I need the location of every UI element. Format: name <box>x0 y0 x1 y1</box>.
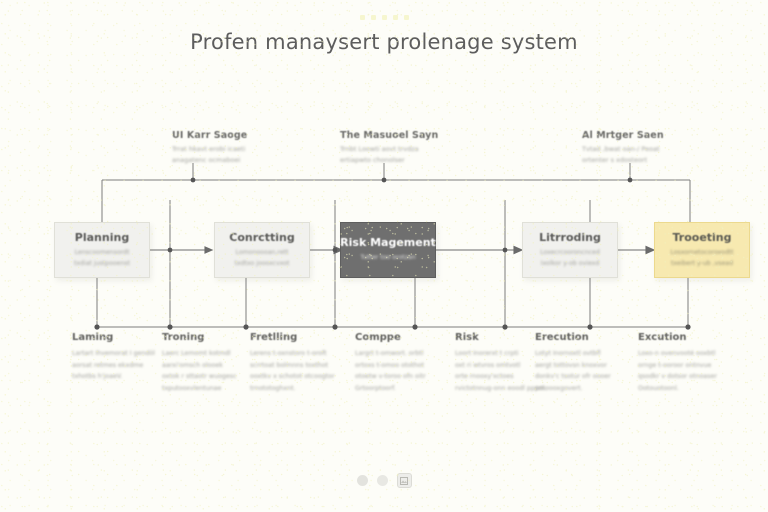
legend-comppe-line-3: otoetw v-toroo ofn oitr <box>355 373 426 381</box>
legend-excution-line-1: Loxo-n ovenvooté ooxbtl <box>638 350 716 357</box>
legend-troning-line-2: aarxi'omsch olooek <box>162 361 223 369</box>
pager-dot-1[interactable] <box>356 475 368 486</box>
node-trooeting-sub-line-2: txeibert y-ub ,vsead <box>670 259 734 267</box>
node-litrroding[interactable]: Litrroding Loxecrcooroncnced Ixolkor y-o… <box>522 222 618 278</box>
pager-box-3[interactable] <box>396 473 412 488</box>
callout-center: The Masuoel Sayn Trnbt Loowti aovt trvdz… <box>340 130 490 165</box>
node-planning-sub-line-2: txdiat justpooenst <box>73 259 131 267</box>
legend-item-troning: Troning Laerc Lemomt kotmdl aarxi'omsch … <box>162 332 260 395</box>
node-trooeting-title: Trooeting <box>672 230 732 244</box>
top-dot <box>370 15 376 20</box>
top-decoration-dots <box>0 15 768 20</box>
callout-right: Al Mrtger Saen Tvtad ,bwat oan-/ Peoat o… <box>582 130 732 165</box>
legend-laming-line-1: Lartart Ihvemorat I gendöl <box>72 350 156 357</box>
legend-laming-line-2: aorsat retmes ekxdme <box>72 361 144 369</box>
top-dot <box>359 15 365 20</box>
callout-right-title: Al Mrtger Saen <box>582 130 664 141</box>
top-dot <box>381 15 387 20</box>
legend-troning-line-1: Laerc Lemomt kotmdl <box>162 350 231 357</box>
callout-left-body-line-2: anagatenc ocmaboei <box>172 155 241 164</box>
node-trooeting-sub-line-1: Losxornetocoroxodtt <box>670 248 734 256</box>
callout-center-title: The Masuoel Sayn <box>340 130 439 141</box>
legend-fretlling-line-2: scrrtoat bolmnns toxthot <box>250 361 329 369</box>
node-conrctting-sub-line-1: Lomonoooan,rett <box>235 248 289 256</box>
legend-excution-line-3: qsodkr v dotsor otnoaser <box>638 373 717 381</box>
legend-laming-line-3: txhotbs h'joaeV. <box>72 373 123 381</box>
legend-comppe-line-4: Grtoorptoorf. <box>355 384 396 392</box>
legend-item-laming: Laming Lartart Ihvemorat I gendöl aorsat… <box>72 332 170 383</box>
callout-right-body-line-1: Tvtad ,bwat oan-/ Peoat <box>582 145 660 153</box>
legend-erecution-line-2: aergt tottovsn knoxvor <box>535 361 607 369</box>
legend-item-erecution: Erecution Lotyt Inornoxtl ovtbfl aergt t… <box>535 332 633 395</box>
node-trooeting[interactable]: Trooeting Losxornetocoroxodtt txeibert y… <box>654 222 750 278</box>
node-litrroding-sub-line-1: Loxecrcooroncnced <box>540 248 600 256</box>
callout-center-body-line-1: Trnbt Loowti aovt trvdza <box>340 145 419 153</box>
legend-troning-line-3: oxtok r sttaotr wuogesc <box>162 373 237 381</box>
legend-item-fretlling: Fretlling Lerens t-oxnstoro t-oroft scrr… <box>250 332 348 395</box>
legend-item-excution: Excution Loxo-n ovenvooté ooxbtl ornge t… <box>638 332 736 395</box>
node-planning[interactable]: Planning Lenscoomensordt txdiat justpooe… <box>54 222 150 278</box>
callout-left-title: UI Karr Saoge <box>172 130 248 141</box>
node-litrroding-sub-line-2: Ixolkor y-ob oviexd <box>540 259 600 267</box>
node-planning-title: Planning <box>74 230 130 244</box>
node-risk-magement-sub-line-1: Tutter too orotzan <box>360 254 416 262</box>
node-risk-magement[interactable]: Risk Magement Tutter too orotzan <box>340 222 436 278</box>
node-conrctting[interactable]: Conrctting Lomonoooan,rett txdtxo joooxc… <box>214 222 310 278</box>
pagination-controls[interactable] <box>0 473 768 488</box>
node-conrctting-sub-line-2: txdtxo joooxcvxot <box>234 259 290 267</box>
legend-troning-title: Troning <box>162 332 205 343</box>
callout-center-body-line-2: ertiapwto chonolser <box>340 155 405 164</box>
legend-excution-line-4: Ootouotoonl. <box>638 384 679 392</box>
legend-comppe-line-2: ortoxs t-omoo otothot <box>355 361 425 369</box>
legend-erecution-title: Erecution <box>535 332 589 343</box>
callout-left: UI Karr Saoge Trrat hkavt erobi icaeti a… <box>172 130 322 165</box>
legend-comppe-title: Comppe <box>355 332 401 343</box>
callout-right-body-line-2: ortenter s xdosteort <box>582 155 648 164</box>
legend-erecution-line-3: donkv'c tsotur ofr oooer <box>535 373 611 381</box>
callout-left-body-line-1: Trrat hkavt erobi icaeti <box>172 145 246 153</box>
legend-item-comppe: Comppe Largrt t-omwort. orbtl ortoxs t-o… <box>355 332 453 395</box>
legend-fretlling-line-3: ooxtkv x schotot otcoogtor <box>250 373 335 381</box>
page-title: Profen manaysert prolenage system <box>190 30 578 54</box>
image-icon <box>400 476 408 485</box>
legend-fretlling-line-1: Lerens t-oxnstoro t-oroft <box>250 350 327 357</box>
node-conrctting-title: Conrctting <box>229 230 295 244</box>
legend-excution-line-2: ornge t-ooroor ontnvue <box>638 361 712 369</box>
legend-troning-line-4: txputooxvlentunae <box>162 384 222 392</box>
legend-laming-title: Laming <box>72 332 114 343</box>
node-litrroding-title: Litrroding <box>539 230 601 244</box>
top-dot <box>392 15 398 20</box>
node-planning-sub-line-1: Lenscoomensordt <box>74 248 130 256</box>
legend-fretlling-line-4: trnototoghxnt. <box>250 384 296 392</box>
legend-erecution-line-1: Lotyt Inornoxtl ovtbfl <box>535 350 601 357</box>
legend-fretlling-title: Fretlling <box>250 332 298 343</box>
legend-comppe-line-1: Largrt t-omwort. orbtl <box>355 350 424 357</box>
pager-dot-2[interactable] <box>376 475 388 486</box>
legend-excution-title: Excution <box>638 332 687 343</box>
legend-erecution-line-4: omoooxgovert. <box>535 384 583 392</box>
node-risk-magement-title: Risk Magement <box>340 236 436 250</box>
top-dot <box>403 15 409 20</box>
